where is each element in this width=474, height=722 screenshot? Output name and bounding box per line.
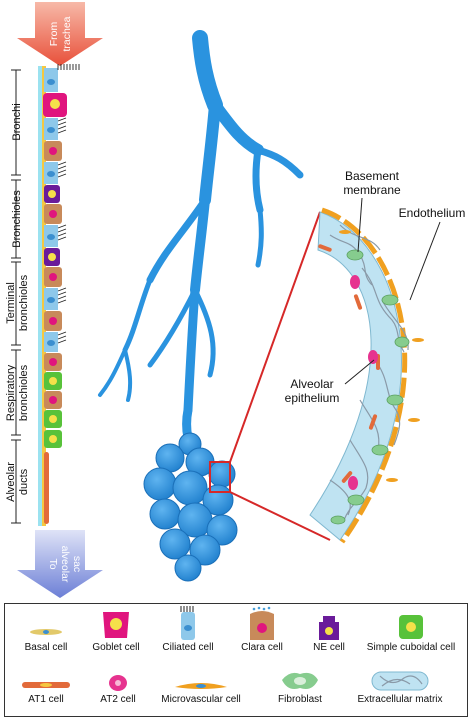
legend-label-microvascular-cell: Microvascular cell (161, 694, 241, 705)
legend: Basal cell Goblet cell Ciliated cell Cla… (4, 603, 468, 717)
region-labels: Bronchi Bronchioles Terminal bronchioles… (5, 103, 30, 502)
clara-cell-1 (44, 141, 62, 161)
microvascular-cells-wall (339, 230, 424, 482)
legend-ne-cell: NE cell (299, 612, 359, 653)
legend-label-goblet-cell: Goblet cell (92, 642, 140, 653)
lung-diagram: From trachea To alveolar sac (5, 2, 466, 598)
ciliated-cell-3 (44, 162, 58, 184)
region-bronchioles-label: Bronchioles (11, 190, 23, 248)
arrow-bottom-line-2: alveolar (59, 546, 71, 583)
region-respiratory-label-1: Respiratory (5, 364, 17, 421)
arrow-bottom-line-3: sac (71, 556, 83, 572)
ciliated-cell-2 (44, 118, 58, 140)
arrow-top-line-1: From (48, 22, 60, 47)
region-terminal-label-2: bronchioles (18, 274, 30, 331)
at1-cells-wall (318, 244, 380, 483)
region-alveolar-ducts-label-2: ducts (18, 468, 30, 495)
legend-fibroblast: Fibroblast (267, 668, 333, 705)
legend-at1-cell: AT1 cell (11, 676, 81, 705)
alveolar-wall-magnified (309, 207, 424, 544)
legend-simple-cuboidal-cell: Simple cuboidal cell (357, 612, 465, 653)
clara-cell-3 (44, 267, 62, 287)
ne-cell-1 (44, 185, 60, 203)
ciliated-cell-4 (44, 225, 58, 247)
extracellular-matrix-band (309, 211, 402, 541)
simple-cuboidal-cell-icon (399, 615, 423, 639)
clara-cell-2 (44, 204, 62, 224)
at2-cells-wall (348, 275, 378, 490)
region-brackets (11, 69, 21, 524)
region-alveolar-ducts-label-1: Alveolar (5, 462, 17, 502)
extracellular-matrix-icon (371, 671, 429, 691)
cuboidal-cell-2 (44, 410, 62, 428)
fibroblast-icon (282, 672, 318, 689)
legend-label-fibroblast: Fibroblast (278, 694, 322, 705)
ciliated-cell-icon (180, 606, 195, 640)
legend-label-basal-cell: Basal cell (24, 642, 68, 653)
endothelium-layer (321, 207, 408, 544)
basement-membrane-label-1: Basement (345, 169, 400, 183)
epithelium-column (38, 64, 80, 526)
cuboidal-cell-3 (44, 430, 62, 448)
fibroblast-cells (330, 249, 410, 525)
legend-label-ne-cell: NE cell (313, 642, 345, 653)
arrow-bottom-line-1: To (47, 558, 59, 569)
legend-clara-cell: Clara cell (227, 606, 297, 653)
legend-label-at1-cell: AT1 cell (28, 694, 64, 705)
callout-labels: Basement membrane Endothelium Alveolar e… (285, 169, 466, 405)
goblet-cell-1 (43, 93, 67, 117)
from-trachea-arrow: From trachea (17, 2, 103, 66)
at1-cell-column (44, 452, 49, 524)
ciliated-cell-1 (44, 68, 58, 92)
region-respiratory-label-2: bronchioles (18, 364, 30, 421)
legend-label-ciliated-cell: Ciliated cell (162, 642, 214, 653)
legend-extracellular-matrix: Extracellular matrix (335, 668, 465, 705)
ne-cell-2 (44, 248, 60, 266)
clara-cell-icon (250, 606, 274, 640)
legend-microvascular-cell: Microvascular cell (151, 676, 251, 705)
legend-ciliated-cell: Ciliated cell (151, 604, 225, 653)
to-alveolar-sac-arrow: To alveolar sac (17, 530, 103, 598)
cuboidal-cell-1 (44, 372, 62, 390)
legend-label-clara-cell: Clara cell (241, 642, 283, 653)
region-bronchi-label: Bronchi (11, 103, 23, 140)
legend-label-extracellular-matrix: Extracellular matrix (357, 694, 443, 705)
endothelium-label: Endothelium (399, 206, 466, 220)
region-terminal-label-1: Terminal (5, 282, 17, 324)
basement-membrane-label-2: membrane (343, 183, 401, 197)
zoom-indicator (209, 211, 331, 541)
at2-cell-icon (109, 675, 127, 691)
at1-cell-icon (22, 682, 70, 688)
arrow-top-line-2: trachea (61, 16, 73, 51)
callout-lines (344, 197, 441, 385)
alveolar-epithelium-label-1: Alveolar (290, 377, 333, 391)
cilia (57, 64, 80, 344)
ciliated-cell-6 (44, 332, 58, 352)
clara-cell-5 (44, 353, 62, 371)
legend-label-at2-cell: AT2 cell (100, 694, 136, 705)
legend-basal-cell: Basal cell (11, 620, 81, 653)
bronchial-tree (98, 30, 304, 443)
legend-label-simple-cuboidal-cell: Simple cuboidal cell (366, 642, 456, 653)
clara-cell-6 (44, 391, 62, 409)
basal-cell-icon (30, 629, 62, 635)
ciliated-cell-5 (44, 288, 58, 310)
alveolar-sac (143, 432, 238, 582)
alveolar-epithelium-label-2: epithelium (285, 391, 340, 405)
ne-cell-icon (319, 616, 339, 640)
goblet-cell-icon (103, 612, 129, 638)
legend-at2-cell: AT2 cell (85, 670, 151, 705)
clara-cell-4 (44, 311, 62, 331)
legend-goblet-cell: Goblet cell (81, 608, 151, 653)
microvascular-cell-icon (175, 683, 227, 689)
